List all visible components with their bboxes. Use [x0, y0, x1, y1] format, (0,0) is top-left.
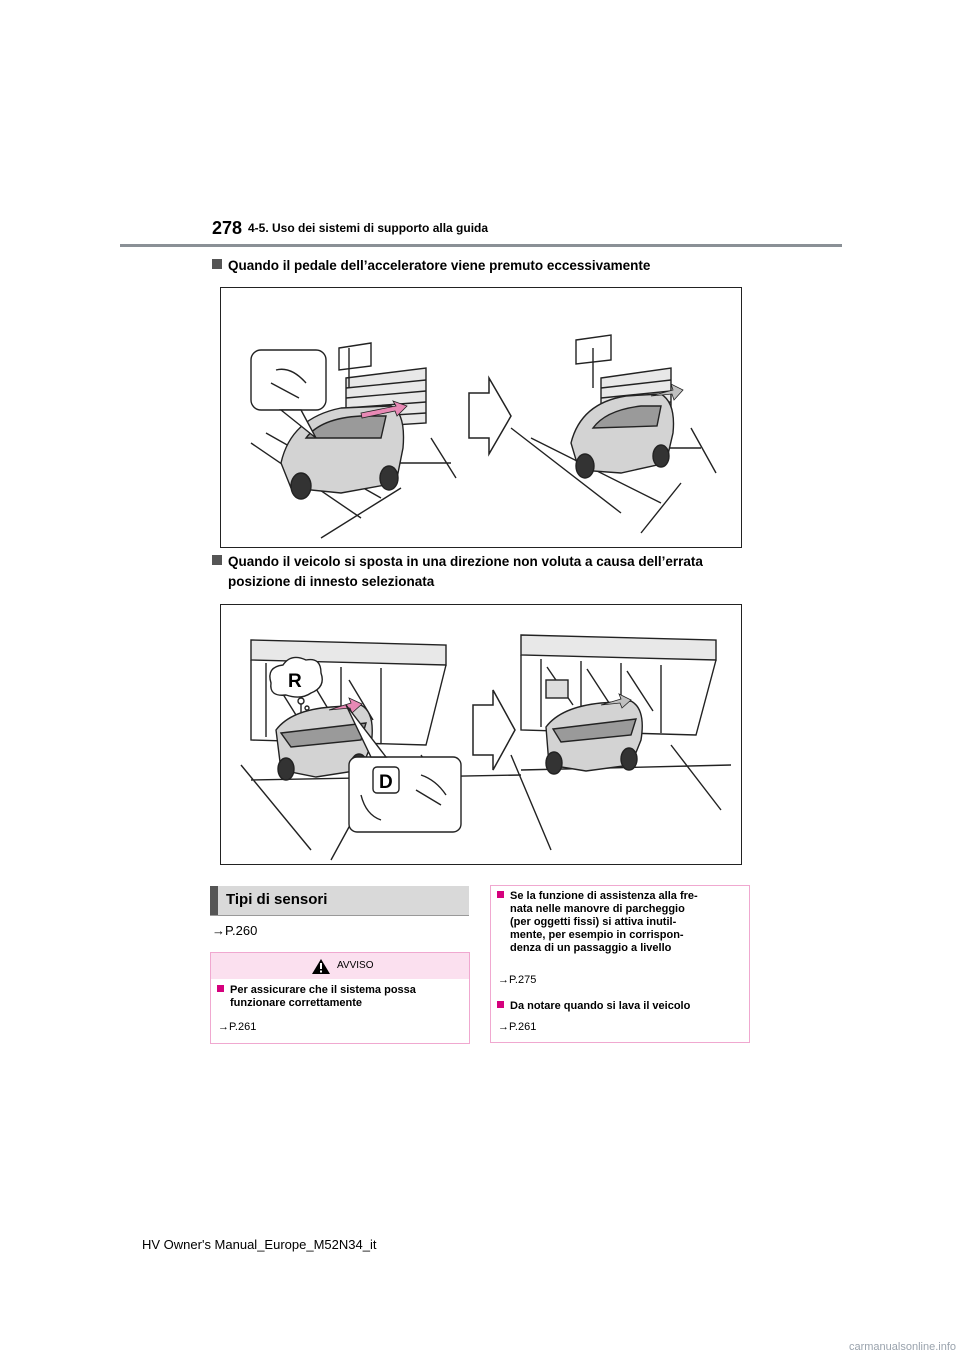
- watermark: carmanualsonline.info: [848, 1341, 956, 1353]
- warning-item-line1: Per assicurare che il sistema possa: [230, 984, 416, 996]
- section-header: 4-5. Uso dei sistemi di supporto alla gu…: [248, 221, 489, 235]
- heading-wrong-gear-line2: posizione di innesto selezionata: [228, 574, 435, 589]
- heading-underline: [210, 915, 469, 916]
- info-item1-reference-link[interactable]: →P.275: [498, 974, 537, 986]
- magenta-bullet-icon: [497, 891, 504, 898]
- heading-accelerator-text: Quando il pedale dell’acceleratore viene…: [228, 258, 651, 273]
- gear-bubble-label: R: [288, 671, 302, 692]
- info-item-braking-assist: Se la funzione di assistenza alla fre- n…: [497, 890, 742, 955]
- info-item1-line4: mente, per esempio in corrispon-: [510, 929, 684, 941]
- footer-manual-id: HV Owner's Manual_Europe_M52N34_it: [142, 1237, 377, 1252]
- heading-accelerator: Quando il pedale dell’acceleratore viene…: [212, 256, 752, 276]
- illustration-wrong-gear-storefront: R D: [220, 604, 742, 865]
- heading-accent-bar: [210, 886, 218, 916]
- magenta-bullet-icon: [217, 985, 224, 992]
- info-item2-text: Da notare quando si lava il veicolo: [510, 1000, 691, 1012]
- heading-wrong-gear: Quando il veicolo si sposta in una direz…: [212, 552, 752, 592]
- warning-item-line2: funzionare correttamente: [230, 997, 363, 1009]
- warning-reference-link[interactable]: →P.261: [218, 1021, 257, 1033]
- magenta-bullet-icon: [497, 1001, 504, 1008]
- page-number: 278: [212, 218, 243, 238]
- info-item2-reference-link[interactable]: →P.261: [498, 1021, 537, 1033]
- info-box: Se la funzione di assistenza alla fre- n…: [490, 885, 750, 1043]
- illustration-accelerator-parking: [220, 287, 742, 548]
- gear-panel-label: D: [379, 772, 393, 793]
- info-item1-line5: denza di un passaggio a livello: [510, 942, 672, 954]
- info-item1-line3: (per oggetti fissi) si attiva inutil-: [510, 916, 677, 928]
- info-item-car-wash: Da notare quando si lava il veicolo: [497, 1000, 742, 1013]
- info-item1-line1: Se la funzione di assistenza alla fre-: [510, 890, 698, 902]
- page-reference-link[interactable]: →P.260: [212, 923, 258, 938]
- warning-box: AVVISO Per assicurare che il sistema pos…: [210, 952, 470, 1044]
- sensor-types-heading: Tipi di sensori: [226, 891, 328, 908]
- info-item1-line2: nata nelle manovre di parcheggio: [510, 903, 685, 915]
- warning-item: Per assicurare che il sistema possa funz…: [217, 984, 462, 1010]
- sensor-types-heading-box: Tipi di sensori: [210, 886, 469, 916]
- warning-header: AVVISO: [211, 953, 469, 979]
- square-bullet-icon: [212, 555, 222, 565]
- heading-wrong-gear-line1: Quando il veicolo si sposta in una direz…: [228, 554, 703, 569]
- square-bullet-icon: [212, 259, 222, 269]
- parking-wall-illustration: [250, 334, 717, 539]
- header-rule: [120, 244, 842, 247]
- warning-triangle-icon: [312, 959, 330, 974]
- warning-title: AVVISO: [337, 960, 374, 971]
